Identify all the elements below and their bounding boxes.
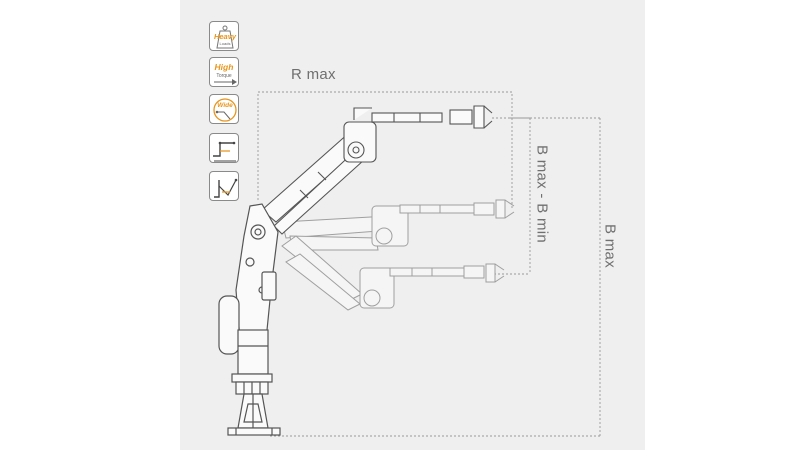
badge-heavy-line1: Heavy — [214, 32, 237, 41]
badge-wide-line1: Wide — [217, 102, 233, 109]
badge-torque-line2: Torque — [216, 73, 232, 79]
heavy-loads-badge: Heavy Loads — [209, 21, 239, 51]
badge-heavy-line2: Loads — [220, 41, 231, 46]
crane-main-boom — [261, 105, 493, 235]
high-torque-badge: High Torque — [209, 57, 239, 87]
weight-icon: Heavy Loads — [214, 25, 237, 49]
jib-angle-icon — [213, 141, 236, 162]
jib-angle-badge — [209, 133, 239, 163]
arrow-icon: High Torque — [214, 62, 237, 85]
dimension-lines — [257, 91, 601, 437]
crane-base — [227, 393, 281, 436]
jib-fold-badge — [209, 171, 239, 201]
wide-badge: Wide — [209, 94, 239, 124]
r-max-label: R max — [291, 66, 336, 83]
crane-column — [218, 203, 279, 395]
jib-fold-icon — [214, 178, 238, 198]
badge-torque-line1: High — [215, 62, 234, 72]
crane-ghost-positions — [281, 199, 515, 311]
arc-icon: Wide — [213, 98, 237, 122]
